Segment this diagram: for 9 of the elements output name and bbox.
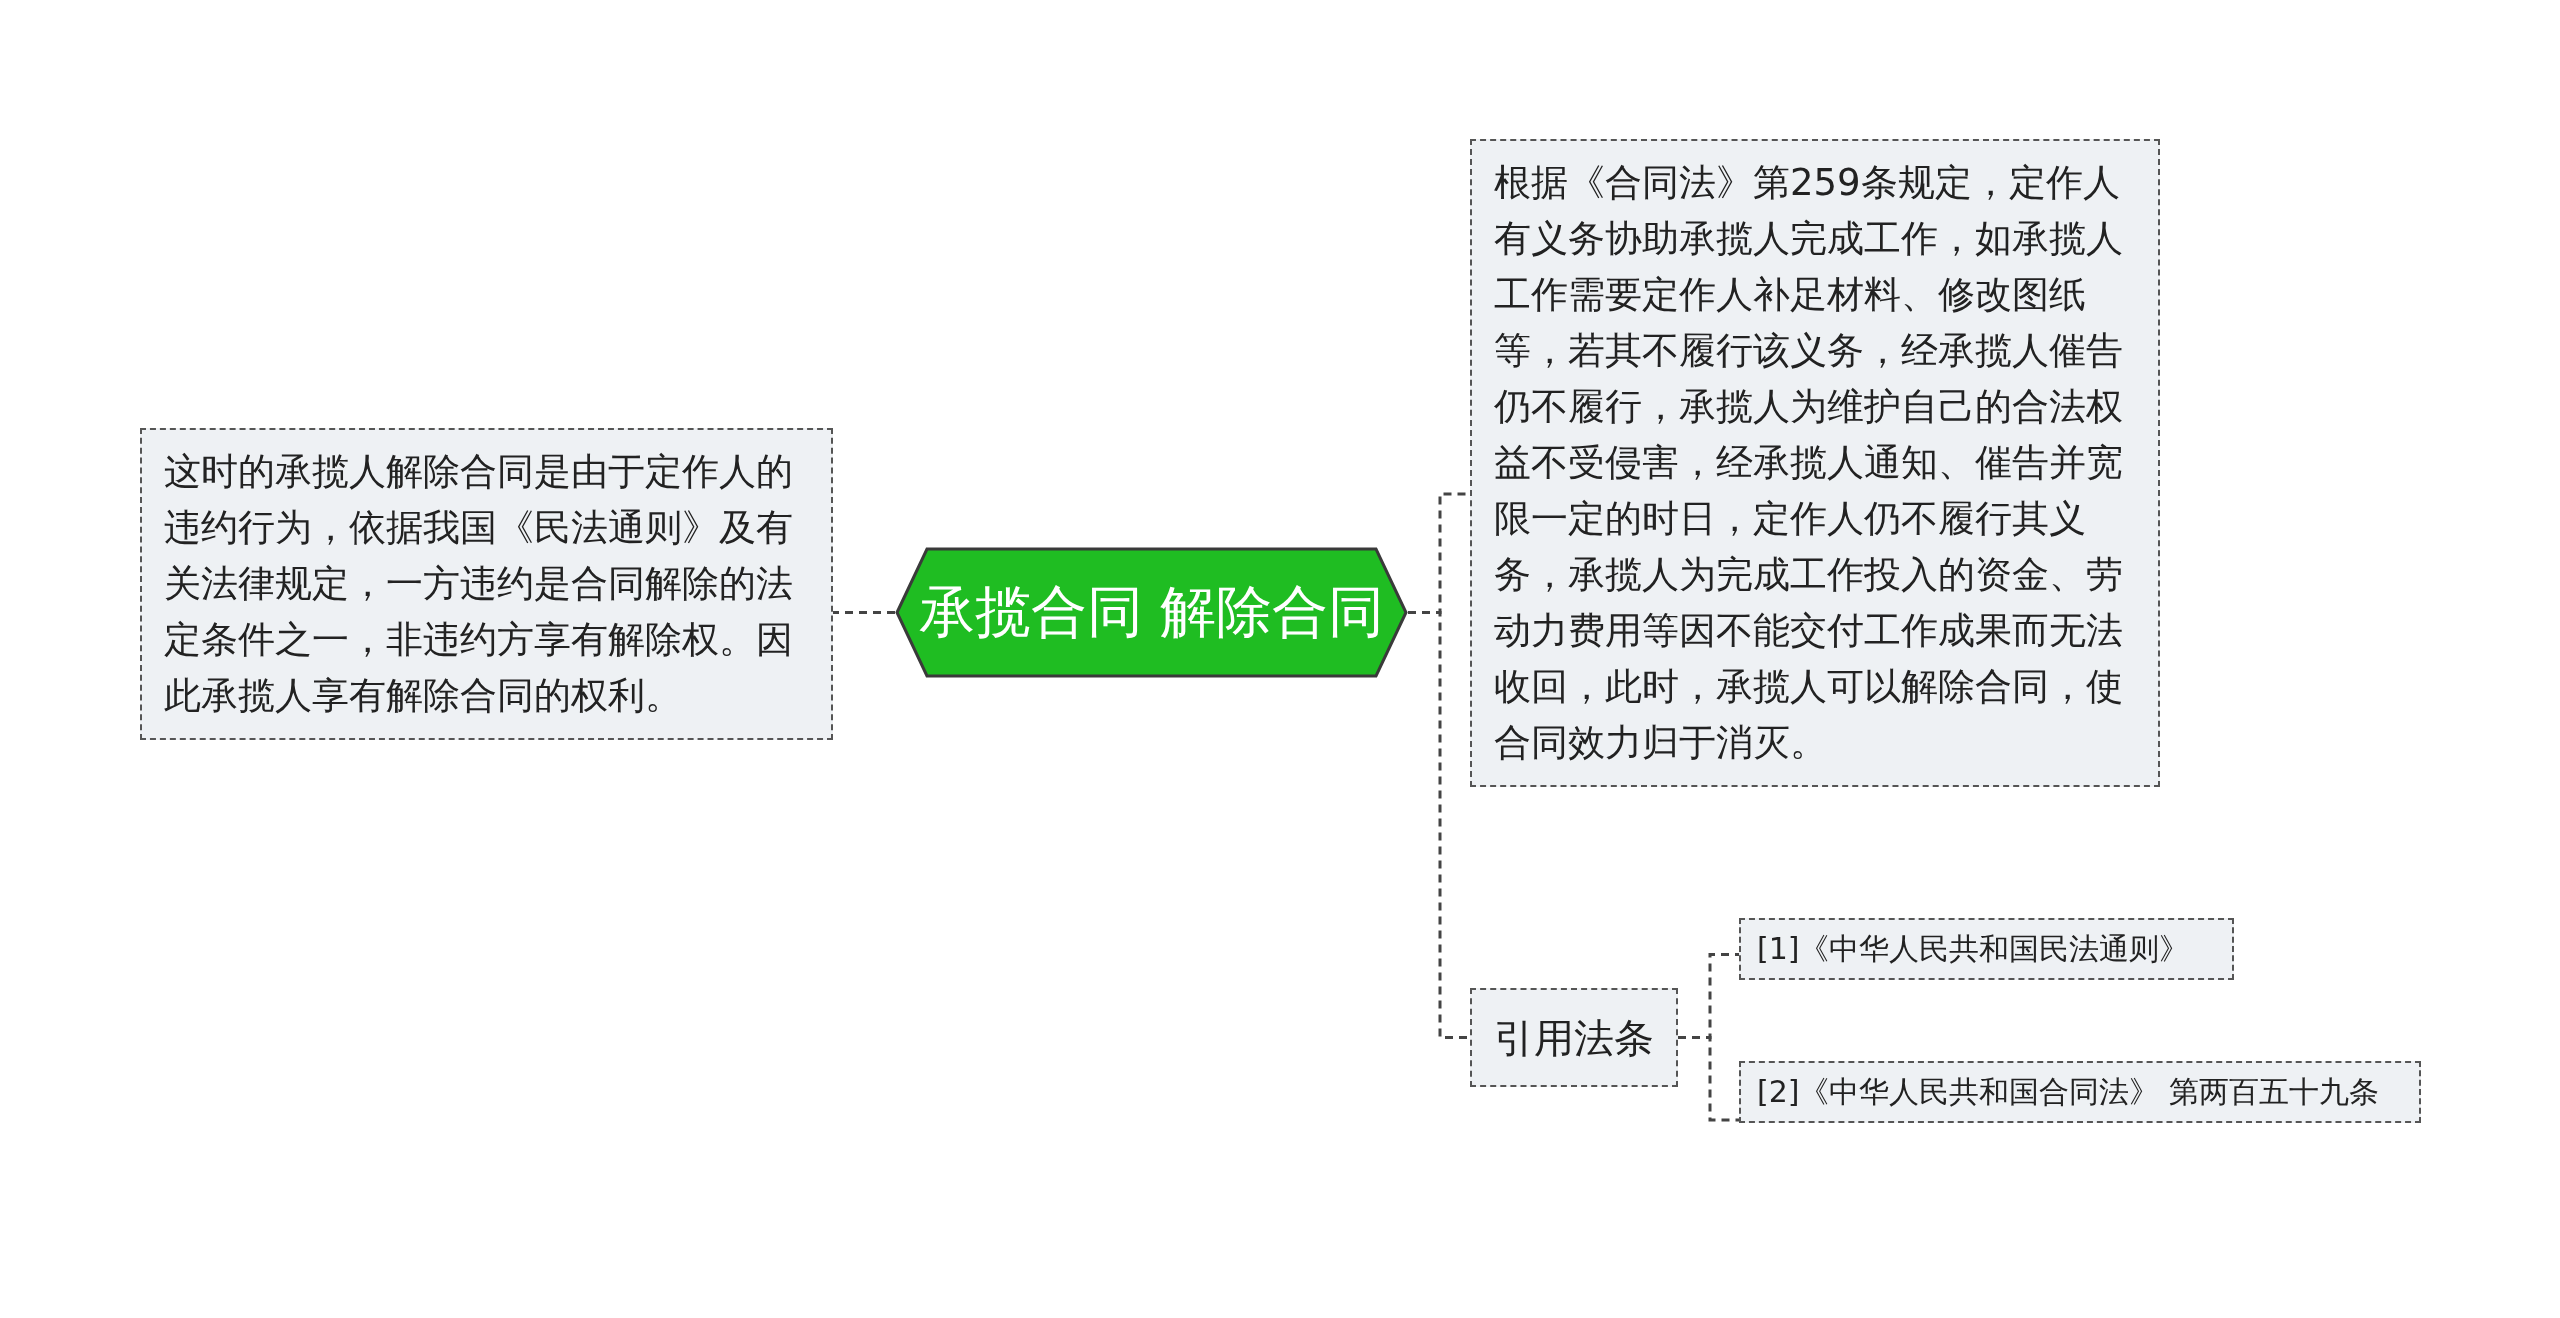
topic-hexagon: 承揽合同 解除合同 xyxy=(895,547,1408,678)
text-box: [2]《中华人民共和国合同法》 第两百五十九条 xyxy=(1739,1061,2421,1123)
connector-line xyxy=(1678,1036,1739,1122)
connector-line xyxy=(833,611,895,614)
topic-box: 引用法条 xyxy=(1470,988,1678,1087)
text-box: 这时的承揽人解除合同是由于定作人的违约行为，依据我国《民法通则》及有关法律规定，一方违约是合同解除的法定条件之一，非违约方享有解除权。因此承揽人享有解除合同的权利。 xyxy=(140,428,833,740)
connector-line xyxy=(1408,611,1470,1039)
text-box: [1]《中华人民共和国民法通则》 xyxy=(1739,918,2234,980)
text-box: 根据《合同法》第259条规定，定作人有义务协助承揽人完成工作，如承揽人工作需要定作人补足材料、修改图纸等，若其不履行该义务，经承揽人催告仍不履行，承揽人为维护自己的合法权益不受侵害，经承揽人通知、催告并宽限一定的时日，定作人仍不履行其义务，承揽人为完成工作投入的资金、劳动力费用等因不能交付工作成果而无法收回，此时，承揽人可以解除合同，使合同效力归于消灭。 xyxy=(1470,139,2160,787)
